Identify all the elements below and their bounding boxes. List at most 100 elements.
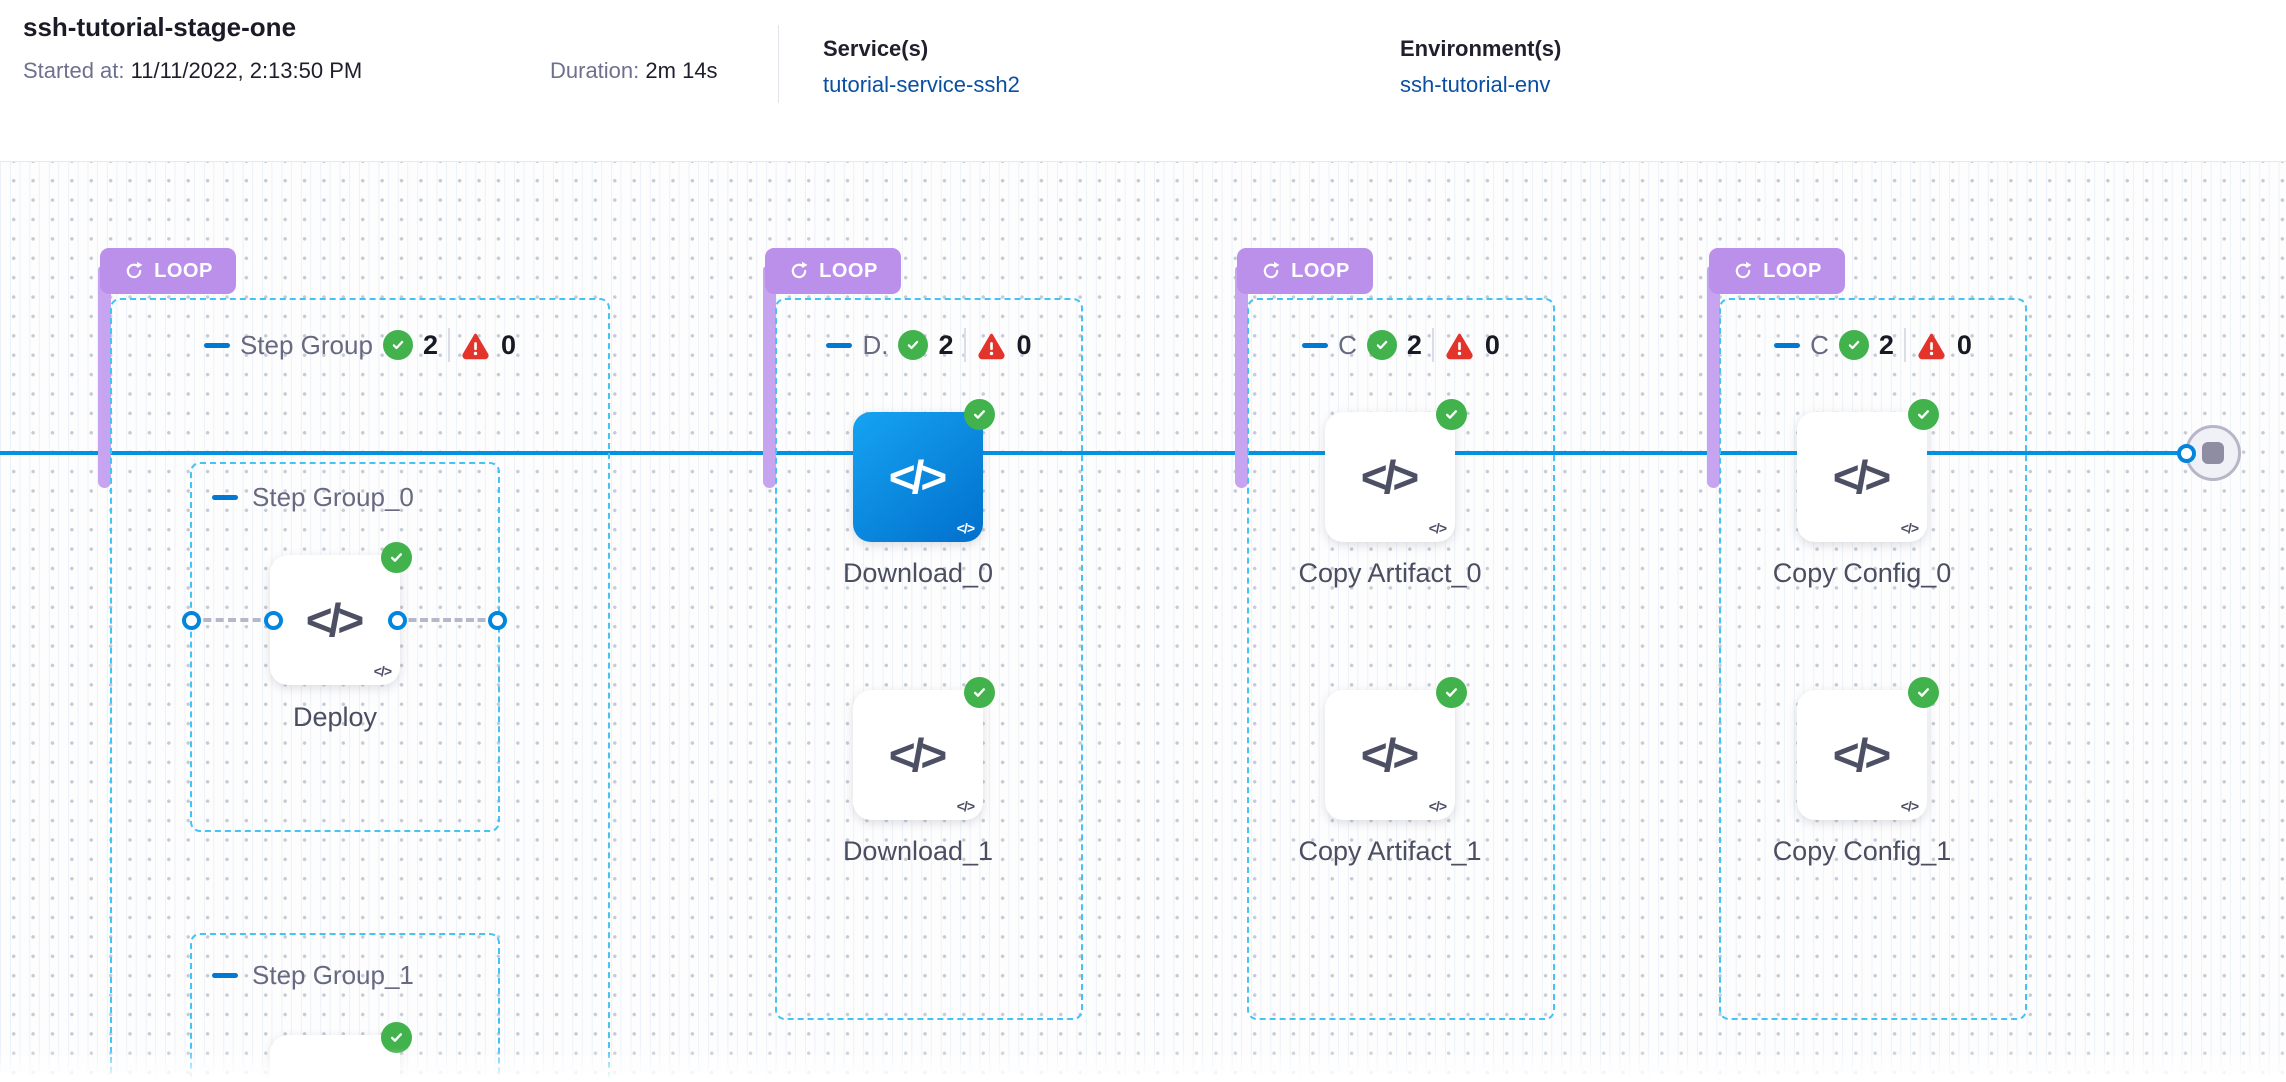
failed-count: 0 [1956, 329, 1972, 360]
header-divider [778, 25, 779, 103]
connector-dashed [191, 618, 273, 622]
loop-icon [1735, 261, 1752, 279]
loop-badge: LOOP [765, 248, 901, 294]
collapse-minus-icon[interactable] [212, 494, 238, 500]
collapse-minus-icon[interactable] [826, 342, 853, 348]
step-card-download-1[interactable]: </> </> [853, 677, 995, 820]
step-success-badge [1436, 399, 1467, 430]
collapse-minus-icon[interactable] [1302, 342, 1329, 348]
failed-count: 0 [500, 329, 517, 360]
loop-strip [1707, 266, 1720, 488]
step-label: Copy Config_0 [1772, 558, 1952, 588]
count-divider [963, 328, 966, 362]
loop-strip [763, 266, 776, 488]
group-name: Step Group_1 [252, 959, 414, 990]
code-corner-icon: </> [373, 663, 392, 679]
execution-connector-line [0, 451, 2186, 455]
loop-badge: LOOP [1237, 248, 1373, 294]
duration-label: Duration: [550, 58, 640, 83]
code-icon: </> [1832, 451, 1891, 503]
warning-icon [1444, 331, 1475, 360]
step-label: Copy Config_1 [1772, 836, 1952, 866]
step-group-header: D. 2 0 [775, 325, 1083, 365]
loop-icon [791, 261, 808, 279]
step-card-download-0[interactable]: </> </> [853, 399, 995, 542]
success-count: 2 [1406, 329, 1422, 360]
success-check-icon [898, 330, 929, 360]
step-group-box [1719, 298, 2027, 1020]
step-group-header: C 2 0 [1719, 325, 2027, 365]
step-label: Deploy [292, 702, 378, 732]
step-label: Copy Artifact_0 [1298, 558, 1482, 588]
success-check-icon [1838, 330, 1869, 360]
pipeline-canvas[interactable]: Step Group 2 0 Step Group_0 </> </> [0, 162, 2286, 1082]
step-card-copy-config-0[interactable]: </> </> [1797, 399, 1939, 542]
warning-icon [460, 331, 491, 360]
collapse-minus-icon[interactable] [203, 342, 230, 348]
step-card-copy-config-1[interactable]: </> </> [1797, 677, 1939, 820]
count-divider [1903, 328, 1906, 362]
step-card-deploy[interactable]: </> </> [270, 542, 412, 685]
code-icon: </> [888, 729, 947, 781]
code-icon: </> [1360, 451, 1419, 503]
warning-icon [976, 331, 1007, 360]
services-column: Service(s) tutorial-service-ssh2 [823, 36, 1020, 98]
inner-step-group-box [190, 462, 500, 832]
code-corner-icon: </> [1428, 798, 1447, 814]
code-icon: </> [1360, 729, 1419, 781]
connector-dashed [397, 618, 497, 622]
environments-link[interactable]: ssh-tutorial-env [1400, 72, 1551, 97]
duration: Duration: 2m 14s [550, 58, 718, 84]
code-corner-icon: </> [1900, 520, 1919, 536]
loop-badge-label: LOOP [819, 259, 878, 282]
connection-dot [488, 611, 507, 630]
code-corner-icon: </> [1428, 520, 1447, 536]
started-at: Started at: 11/11/2022, 2:13:50 PM [23, 58, 362, 84]
inner-step-group-header: Step Group_0 [212, 477, 492, 517]
success-count: 2 [938, 329, 954, 360]
warning-icon [1916, 331, 1947, 360]
collapse-minus-icon[interactable] [212, 972, 238, 978]
loop-strip [98, 266, 111, 488]
step-card[interactable]: </> </> [270, 1022, 412, 1082]
step-label: Download_0 [842, 558, 994, 588]
step-card-copy-artifact-1[interactable]: </> </> [1325, 677, 1467, 820]
success-count: 2 [1878, 329, 1894, 360]
code-corner-icon: </> [1900, 798, 1919, 814]
code-corner-icon: </> [956, 798, 975, 814]
success-check-icon [382, 330, 413, 360]
collapse-minus-icon[interactable] [1774, 342, 1801, 348]
environments-label: Environment(s) [1400, 36, 1562, 61]
inner-step-group-header: Step Group_1 [212, 955, 492, 995]
code-icon: </> [305, 594, 364, 646]
failed-count: 0 [1484, 329, 1500, 360]
step-group-box [110, 298, 610, 1082]
step-success-badge [1908, 399, 1939, 430]
step-success-badge [381, 542, 412, 573]
success-count: 2 [422, 329, 438, 360]
loop-icon [1263, 261, 1280, 279]
connection-dot [182, 611, 201, 630]
step-success-badge [964, 399, 995, 430]
step-success-badge [381, 1022, 412, 1053]
started-at-label: Started at: [23, 58, 125, 83]
loop-badge-label: LOOP [1763, 259, 1822, 282]
step-success-badge [964, 677, 995, 708]
stop-square-icon [2202, 442, 2224, 464]
code-icon: </> [888, 451, 947, 503]
step-card-copy-artifact-0[interactable]: </> </> [1325, 399, 1467, 542]
loop-badge-label: LOOP [154, 259, 213, 282]
step-success-badge [1436, 677, 1467, 708]
group-name: D. [862, 329, 889, 360]
group-name: Step Group_0 [252, 481, 414, 512]
step-group-header: Step Group 2 0 [110, 325, 610, 365]
stage-header: ssh-tutorial-stage-one Started at: 11/11… [0, 0, 2286, 162]
loop-badge-label: LOOP [1291, 259, 1350, 282]
step-group-box [775, 298, 1083, 1020]
step-label: Download_1 [842, 836, 994, 866]
step-group-box [1247, 298, 1555, 1020]
services-link[interactable]: tutorial-service-ssh2 [823, 72, 1020, 97]
step-group-header: C 2 0 [1247, 325, 1555, 365]
group-name: C [1810, 329, 1829, 360]
